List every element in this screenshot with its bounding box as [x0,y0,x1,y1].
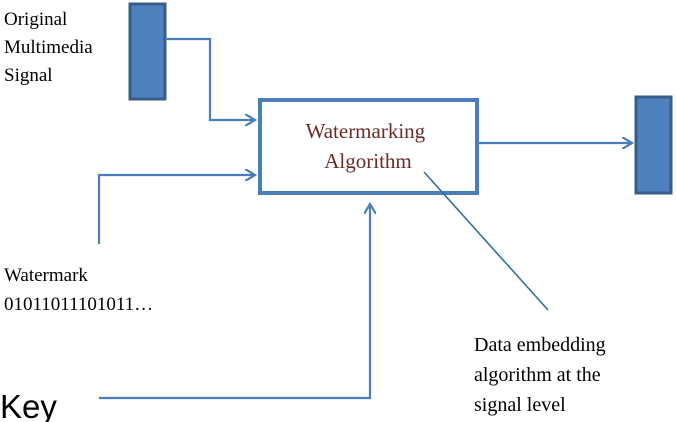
annotation-label-line: signal level [474,394,566,416]
original-signal-label: Original Multimedia Signal [4,9,97,86]
watermark-label-line: Watermark [4,265,88,286]
key-label: Key [0,388,57,422]
annotation-label-line: Data embedding [474,334,606,356]
annotation-label-line: algorithm at the [474,364,601,386]
original-signal-label-line: Multimedia [4,37,93,58]
algorithm-label-line: Watermarking [306,119,426,143]
watermarking-algorithm-box [258,98,479,195]
watermark-label: Watermark 01011011101011… [4,265,153,315]
annotation-pointer-line [423,171,549,311]
algorithm-label-line: Algorithm [324,149,412,173]
original-signal-label-line: Signal [4,65,53,86]
watermark-to-algorithm-arrow [97,175,255,244]
watermark-bits: 01011011101011… [4,294,153,315]
original-signal-label-line: Original [4,9,67,30]
signal-to-algorithm-arrow [165,37,255,120]
original-signal-bar [128,2,167,101]
annotation-label: Data embedding algorithm at the signal l… [474,334,611,416]
key-to-algorithm-arrow [99,204,370,400]
watermarked-signal-bar [634,95,673,195]
algorithm-label: Watermarking Algorithm [306,119,431,173]
